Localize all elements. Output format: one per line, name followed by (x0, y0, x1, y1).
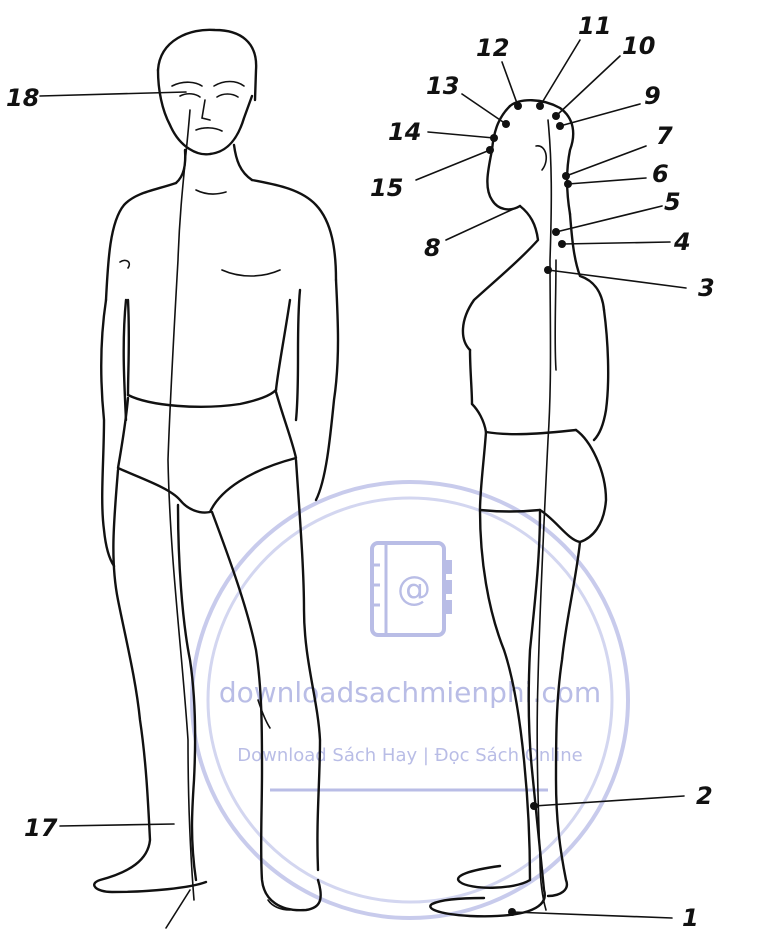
watermark-site: downloadsachmienphi.com (219, 676, 601, 709)
leader-13 (462, 94, 506, 124)
label-10: 10 (622, 32, 655, 60)
notebook-at-icon: @ (372, 543, 452, 635)
label-18: 18 (6, 84, 39, 112)
label-12: 12 (476, 34, 509, 62)
label-11: 11 (578, 12, 611, 40)
label-13: 13 (426, 72, 459, 100)
leader-7 (566, 146, 646, 176)
leader-14 (428, 132, 494, 138)
label-15: 15 (370, 174, 403, 202)
label-7: 7 (656, 122, 673, 150)
label-5: 5 (664, 188, 681, 216)
leader-11 (540, 40, 580, 106)
label-3: 3 (698, 274, 715, 302)
label-9: 9 (644, 82, 661, 110)
svg-text:@: @ (397, 569, 431, 609)
leader-12 (502, 62, 518, 106)
label-6: 6 (652, 160, 669, 188)
leader-18 (40, 92, 186, 96)
leader-9 (560, 104, 640, 126)
leader-1 (512, 912, 672, 918)
leader-4 (562, 242, 670, 244)
label-1: 1 (682, 904, 699, 932)
leader-3 (548, 270, 686, 288)
leader-17 (60, 824, 174, 826)
label-2: 2 (696, 782, 713, 810)
leader-8 (446, 206, 520, 240)
leader-15 (416, 150, 490, 180)
label-17: 17 (24, 814, 58, 842)
label-14: 14 (388, 118, 421, 146)
leader-6 (568, 178, 646, 184)
side-figure (430, 100, 608, 916)
leader-5 (556, 206, 662, 232)
front-ankle-leader (166, 890, 190, 928)
front-figure (94, 30, 338, 928)
label-4: 4 (673, 228, 691, 256)
label-8: 8 (424, 234, 441, 262)
leader-lines (40, 40, 686, 918)
